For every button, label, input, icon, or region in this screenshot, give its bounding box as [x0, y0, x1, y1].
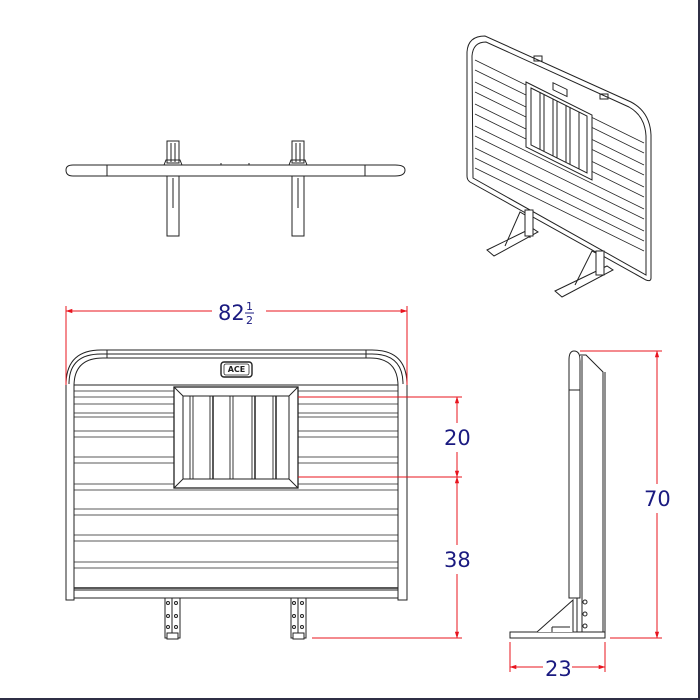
front-view: ACE: [65, 349, 408, 640]
dim-window-height: 20: [444, 426, 471, 450]
ace-logo: ACE: [220, 361, 253, 378]
dim-overall-width-den: 2: [246, 314, 253, 327]
front-foot-left: [164, 597, 181, 640]
dim-base-depth: 23: [545, 657, 572, 681]
dimensions: [65, 306, 662, 672]
dim-overall-width: 82: [218, 301, 245, 325]
dim-overall-height: 70: [644, 487, 671, 511]
side-view: [509, 350, 606, 639]
dim-overall-width-num: 1: [246, 300, 253, 313]
front-foot-right: [290, 597, 307, 640]
dimension-labels: 82 1 2 20 38 70 23: [218, 300, 671, 681]
isometric-view: [466, 35, 652, 298]
top-view: [65, 140, 406, 237]
svg-text:ACE: ACE: [228, 365, 246, 374]
dim-window-bottom-to-floor: 38: [444, 548, 471, 572]
